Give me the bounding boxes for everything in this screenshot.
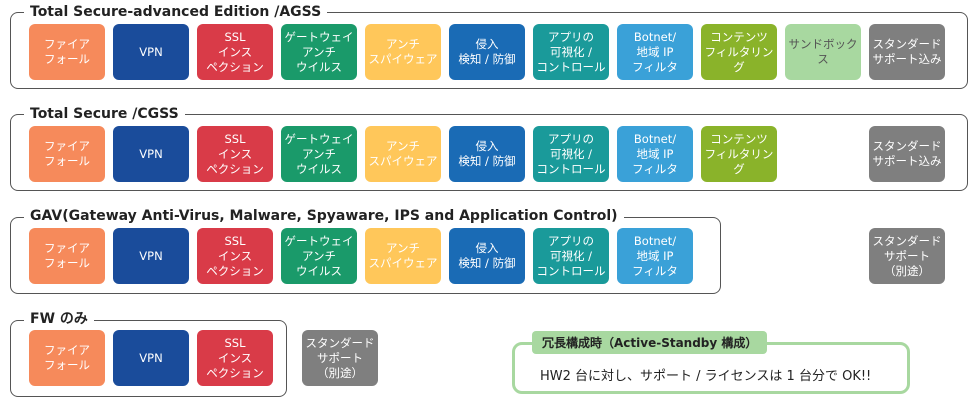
tile-app-control: アプリの 可視化 / コントロール bbox=[533, 24, 609, 80]
tile-antispyware: アンチ スパイウェア bbox=[365, 24, 441, 80]
tile-ssl-inspection: SSL インス ペクション bbox=[197, 330, 273, 386]
tile-gateway-antivirus: ゲートウェイ アンチ ウイルス bbox=[281, 228, 357, 284]
tile-botnet-geoip: Botnet/ 地域 IP フィルタ bbox=[617, 126, 693, 182]
tile-gateway-antivirus: ゲートウェイ アンチ ウイルス bbox=[281, 126, 357, 182]
tile-firewall: ファイア フォール bbox=[29, 24, 105, 80]
tile-content-filtering: コンテンツ フィルタリング bbox=[701, 24, 777, 80]
tile-ssl-inspection: SSL インス ペクション bbox=[197, 24, 273, 80]
tile-content-filtering: コンテンツ フィルタリング bbox=[701, 126, 777, 182]
tile-sandbox: サンドボックス bbox=[785, 24, 861, 80]
group-title-fw-only: FW のみ bbox=[24, 310, 94, 328]
redundancy-note-title: 冗長構成時（Active-Standby 構成） bbox=[532, 331, 768, 354]
tile-vpn: VPN bbox=[113, 330, 189, 386]
tile-intrusion-prevention: 侵入 検知 / 防御 bbox=[449, 228, 525, 284]
tile-antispyware: アンチ スパイウェア bbox=[365, 126, 441, 182]
tile-standard-support: スタンダード サポート込み bbox=[869, 24, 945, 80]
tile-vpn: VPN bbox=[113, 228, 189, 284]
tile-intrusion-prevention: 侵入 検知 / 防御 bbox=[449, 24, 525, 80]
tile-intrusion-prevention: 侵入 検知 / 防御 bbox=[449, 126, 525, 182]
group-cgss bbox=[10, 114, 968, 191]
tile-app-control: アプリの 可視化 / コントロール bbox=[533, 228, 609, 284]
tile-antispyware: アンチ スパイウェア bbox=[365, 228, 441, 284]
tile-standard-support: スタンダード サポート込み bbox=[869, 126, 945, 182]
tile-vpn: VPN bbox=[113, 24, 189, 80]
tile-botnet-geoip: Botnet/ 地域 IP フィルタ bbox=[617, 228, 693, 284]
group-title-agss: Total Secure-advanced Edition /AGSS bbox=[24, 3, 328, 21]
group-title-gav: GAV(Gateway Anti-Virus, Malware, Spyawar… bbox=[24, 207, 624, 225]
tile-ssl-inspection: SSL インス ペクション bbox=[197, 228, 273, 284]
tile-ssl-inspection: SSL インス ペクション bbox=[197, 126, 273, 182]
group-title-cgss: Total Secure /CGSS bbox=[24, 105, 185, 123]
group-agss bbox=[10, 12, 968, 89]
tile-firewall: ファイア フォール bbox=[29, 228, 105, 284]
tile-app-control: アプリの 可視化 / コントロール bbox=[533, 126, 609, 182]
tile-firewall: ファイア フォール bbox=[29, 126, 105, 182]
group-fw-only bbox=[10, 320, 287, 397]
tile-standard-support: スタンダード サポート （別途） bbox=[869, 228, 945, 284]
tile-botnet-geoip: Botnet/ 地域 IP フィルタ bbox=[617, 24, 693, 80]
tile-standard-support: スタンダード サポート （別途） bbox=[302, 330, 378, 386]
tile-gateway-antivirus: ゲートウェイ アンチ ウイルス bbox=[281, 24, 357, 80]
redundancy-note-text: HW2 台に対し、サポート / ライセンスは 1 台分で OK!! bbox=[540, 369, 872, 384]
tile-vpn: VPN bbox=[113, 126, 189, 182]
tile-firewall: ファイア フォール bbox=[29, 330, 105, 386]
